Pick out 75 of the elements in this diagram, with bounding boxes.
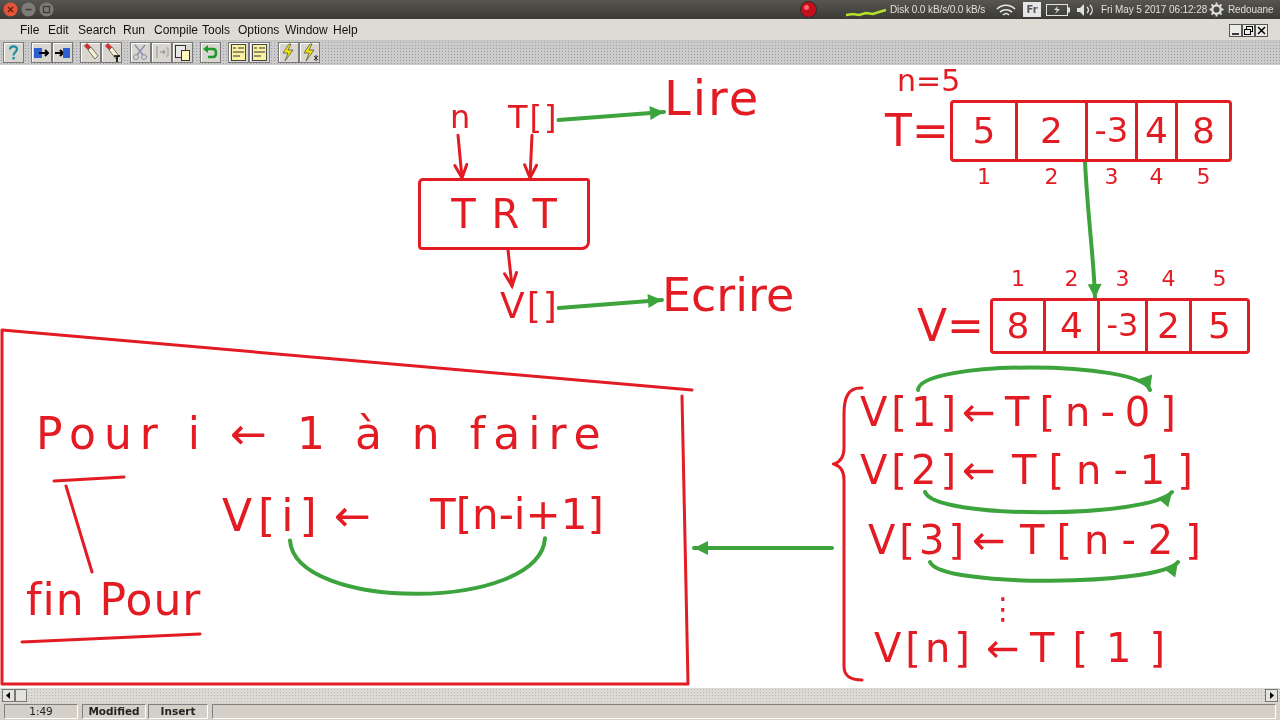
user-name-text: Redouane bbox=[1228, 3, 1274, 16]
index-number: 4 bbox=[1161, 267, 1176, 292]
arrow bbox=[523, 133, 539, 180]
array-value: 5 bbox=[972, 111, 996, 151]
array-name: V= bbox=[917, 301, 984, 351]
array-name: T= bbox=[885, 106, 949, 156]
expression-text: V[1] bbox=[860, 390, 961, 434]
expression-text: V[n] bbox=[874, 626, 974, 670]
arrow bbox=[916, 365, 1152, 392]
expression-text: T[n-i+1] bbox=[430, 492, 604, 539]
arrow bbox=[1083, 160, 1102, 300]
arrow bbox=[453, 133, 469, 180]
clock-text: Fri May 5 2017 06:12:28 bbox=[1101, 3, 1208, 16]
expression-text: V[2] bbox=[860, 448, 961, 492]
keyboard-layout-indicator: Fr bbox=[1023, 2, 1041, 17]
loop-box bbox=[0, 326, 694, 688]
array-value: 4 bbox=[1145, 111, 1168, 151]
loop-header-text: Pour i ← 1 à n faire bbox=[36, 410, 609, 459]
menu-item: Search bbox=[78, 23, 117, 37]
disk-activity-text: Disk 0.0 kB/s/0.0 kB/s bbox=[890, 3, 986, 16]
index-number: 1 bbox=[977, 165, 991, 190]
menu-item: Compile bbox=[154, 23, 198, 37]
expression-text: T[n-0] bbox=[1005, 390, 1186, 434]
connector-curve bbox=[288, 536, 547, 596]
array-value: 8 bbox=[1192, 111, 1215, 151]
index-number: 1 bbox=[1011, 267, 1025, 292]
index-number: 3 bbox=[1115, 267, 1130, 292]
array-variable-text: T[] bbox=[508, 100, 559, 136]
variable-text: n bbox=[450, 100, 471, 136]
array-value: 2 bbox=[1157, 306, 1180, 346]
assignment-operator: ← bbox=[962, 390, 996, 434]
index-number: 3 bbox=[1104, 165, 1119, 190]
ellipsis-dots: ⋮ bbox=[988, 592, 1018, 625]
expression-text: V[3] bbox=[868, 518, 969, 562]
loop-end-text: fin Pour bbox=[26, 576, 202, 625]
expression-text: T[1] bbox=[1030, 626, 1184, 670]
menu-item: File bbox=[20, 23, 40, 37]
index-number: 2 bbox=[1064, 267, 1079, 292]
arrow bbox=[928, 560, 1180, 583]
arrow bbox=[692, 541, 834, 555]
assignment-operator: ← bbox=[334, 492, 371, 541]
index-number: 5 bbox=[1212, 267, 1227, 292]
array-value: 2 bbox=[1040, 111, 1063, 151]
array-value: 5 bbox=[1208, 306, 1231, 346]
array-value: -3 bbox=[1094, 112, 1129, 150]
menu-item: Run bbox=[123, 23, 145, 37]
assignment-operator: ← bbox=[986, 626, 1020, 670]
action-text: Lire bbox=[664, 72, 761, 125]
array-value: 4 bbox=[1060, 306, 1083, 346]
action-text: Ecrire bbox=[662, 270, 795, 321]
assignment-operator: ← bbox=[972, 518, 1006, 562]
index-number: 5 bbox=[1196, 165, 1211, 190]
index-number: 4 bbox=[1149, 165, 1164, 190]
menu-item: Tools bbox=[202, 23, 230, 37]
menu-item: Edit bbox=[48, 23, 69, 37]
handwritten-note: n=5 bbox=[897, 64, 961, 97]
arrow bbox=[923, 490, 1174, 515]
menu-item: Help bbox=[333, 23, 358, 37]
expression-text: V[i] bbox=[222, 492, 323, 541]
modified-status: Modified bbox=[82, 704, 146, 719]
insert-mode-status: Insert bbox=[148, 704, 208, 719]
arrow bbox=[556, 106, 666, 122]
menu-item: Window bbox=[285, 23, 328, 37]
array-value: 8 bbox=[1006, 306, 1030, 346]
process-box: TRT bbox=[418, 178, 590, 250]
menu-item: Options bbox=[238, 23, 280, 37]
array-value: -3 bbox=[1106, 308, 1139, 344]
arrow bbox=[556, 294, 664, 310]
arrow bbox=[503, 248, 519, 288]
array-variable-text: V[] bbox=[500, 286, 559, 326]
cursor-position: 1:49 bbox=[4, 704, 78, 719]
assignment-operator: ← bbox=[962, 448, 996, 492]
index-number: 2 bbox=[1044, 165, 1059, 190]
expression-text: T[n-1] bbox=[1012, 448, 1205, 492]
expression-text: T[n-2] bbox=[1020, 518, 1213, 562]
